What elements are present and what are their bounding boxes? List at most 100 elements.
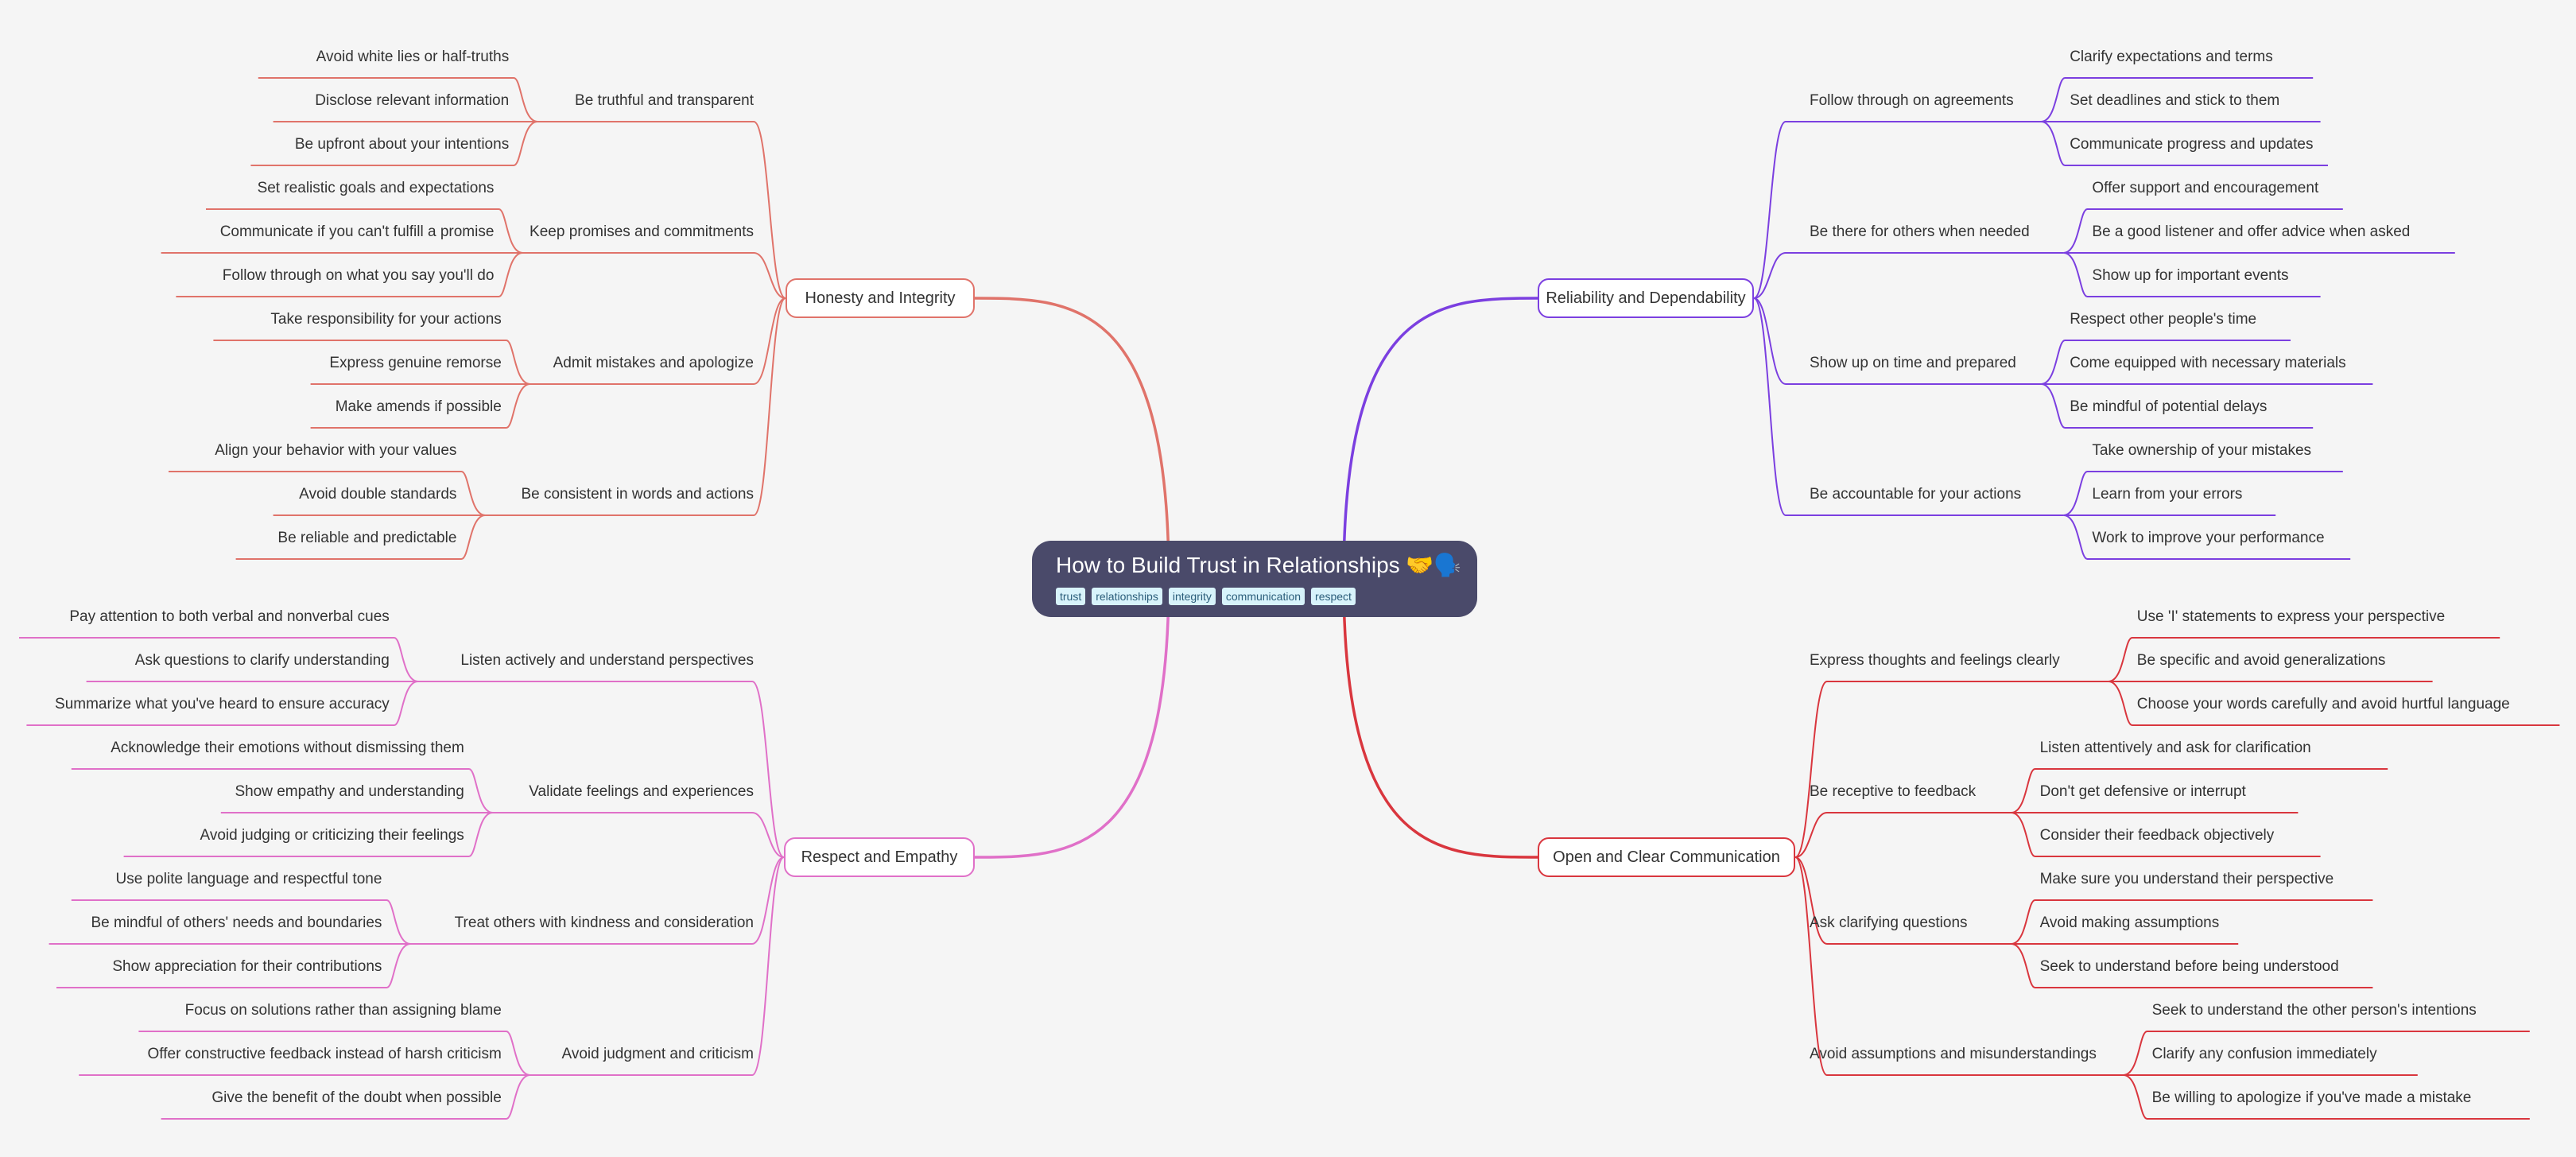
leaf-label[interactable]: Be reliable and predictable (277, 530, 457, 546)
leaf-link (2108, 681, 2560, 726)
leaf-label[interactable]: Offer support and encouragement (2092, 180, 2319, 196)
leaf-label[interactable]: Be specific and avoid generalizations (2136, 652, 2386, 669)
leaf-label[interactable]: Choose your words carefully and avoid hu… (2136, 696, 2510, 712)
leaf-label[interactable]: Make amends if possible (335, 398, 502, 415)
tag-communication[interactable]: communication (1221, 588, 1305, 605)
leaf-link (2063, 471, 2343, 516)
leaf-label[interactable]: Communicate progress and updates (2070, 136, 2314, 153)
topic-label[interactable]: Be there for others when needed (1810, 223, 2030, 240)
topic-label[interactable]: Treat others with kindness and considera… (454, 914, 754, 931)
leaf-label[interactable]: Seek to understand before being understo… (2039, 958, 2339, 975)
branch-topic-link (753, 297, 786, 385)
topic-label[interactable]: Ask clarifying questions (1810, 914, 1968, 931)
leaf-label[interactable]: Respect other people's time (2070, 311, 2257, 328)
topic-label[interactable]: Be receptive to feedback (1810, 783, 1977, 800)
leaf-label[interactable]: Avoid double standards (299, 486, 457, 503)
leaf-label[interactable]: Focus on solutions rather than assigning… (184, 1002, 502, 1019)
tag-integrity[interactable]: integrity (1168, 588, 1216, 605)
topic-label[interactable]: Keep promises and commitments (530, 223, 754, 240)
topic-label[interactable]: Avoid judgment and criticism (561, 1046, 754, 1062)
leaf-link (161, 1074, 531, 1120)
leaf-label[interactable]: Disclose relevant information (315, 92, 510, 109)
leaf-label[interactable]: Consider their feedback objectively (2039, 827, 2275, 844)
leaf-label[interactable]: Summarize what you've heard to ensure ac… (55, 696, 390, 712)
leaf-label[interactable]: Be mindful of others' needs and boundari… (91, 914, 382, 931)
leaf-link (56, 943, 411, 988)
branch-topic-link (1753, 297, 1787, 385)
leaf-label[interactable]: Use 'I' statements to express your persp… (2136, 608, 2446, 625)
leaf-label[interactable]: Offer constructive feedback instead of h… (147, 1046, 502, 1062)
leaf-label[interactable]: Avoid white lies or half-truths (316, 49, 510, 65)
leaf-link (26, 681, 419, 726)
root-branch-link (1342, 578, 1538, 859)
topic-label[interactable]: Be accountable for your actions (1810, 486, 2022, 503)
leaf-label[interactable]: Take responsibility for your actions (270, 311, 502, 328)
leaf-label[interactable]: Follow through on what you say you'll do (222, 267, 495, 284)
leaf-link (2040, 383, 2314, 429)
leaf-label[interactable]: Show up for important events (2092, 267, 2289, 284)
leaf-link (2011, 943, 2373, 988)
topic-label[interactable]: Listen actively and understand perspecti… (460, 652, 754, 669)
branch-node-1[interactable]: Respect and Empathy (784, 837, 975, 877)
leaf-label[interactable]: Show appreciation for their contribution… (112, 958, 382, 975)
tag-respect[interactable]: respect (1311, 588, 1356, 605)
leaf-label[interactable]: Avoid judging or criticizing their feeli… (200, 827, 464, 844)
leaf-label[interactable]: Set deadlines and stick to them (2070, 92, 2280, 109)
leaf-label[interactable]: Make sure you understand their perspecti… (2039, 871, 2334, 887)
leaf-link (169, 471, 486, 516)
topic-label[interactable]: Be consistent in words and actions (521, 486, 754, 503)
branch-node-3[interactable]: Open and Clear Communication (1538, 837, 1795, 877)
leaf-label[interactable]: Be a good listener and offer advice when… (2092, 223, 2411, 240)
root-branch-link (974, 578, 1170, 859)
leaf-label[interactable]: Clarify expectations and terms (2070, 49, 2273, 65)
leaf-label[interactable]: Show empathy and understanding (235, 783, 464, 800)
leaf-label[interactable]: Be willing to apologize if you've made a… (2151, 1089, 2472, 1106)
leaf-link (2011, 812, 2321, 857)
leaf-link (310, 383, 531, 429)
leaf-label[interactable]: Give the benefit of the doubt when possi… (211, 1089, 502, 1106)
leaf-label[interactable]: Seek to understand the other person's in… (2151, 1002, 2477, 1019)
branch-node-0[interactable]: Honesty and Integrity (786, 278, 975, 318)
leaf-link (2063, 208, 2343, 254)
leaf-link (2040, 121, 2328, 166)
leaf-label[interactable]: Be mindful of potential delays (2070, 398, 2268, 415)
leaf-label[interactable]: Use polite language and respectful tone (115, 871, 382, 887)
leaf-label[interactable]: Pay attention to both verbal and nonverb… (69, 608, 390, 625)
leaf-label[interactable]: Learn from your errors (2092, 486, 2243, 503)
leaf-label[interactable]: Avoid making assumptions (2039, 914, 2220, 931)
tag-relationships[interactable]: relationships (1092, 588, 1162, 605)
branch-node-2[interactable]: Reliability and Dependability (1538, 278, 1754, 318)
leaf-link (138, 1031, 531, 1076)
leaf-link (2011, 768, 2388, 813)
leaf-link (71, 899, 411, 945)
topic-label[interactable]: Validate feelings and experiences (529, 783, 754, 800)
leaf-label[interactable]: Set realistic goals and expectations (257, 180, 495, 196)
leaf-label[interactable]: Take ownership of your mistakes (2092, 442, 2312, 459)
root-node[interactable]: How to Build Trust in Relationships 🤝🗣️ … (1032, 541, 1477, 617)
leaf-label[interactable]: Come equipped with necessary materials (2070, 355, 2346, 371)
topic-label[interactable]: Follow through on agreements (1810, 92, 2014, 109)
root-branch-link (1342, 297, 1538, 580)
leaf-label[interactable]: Align your behavior with your values (215, 442, 457, 459)
leaf-link (206, 208, 523, 254)
leaf-link (2040, 340, 2291, 385)
branch-topic-link (753, 121, 786, 299)
leaf-label[interactable]: Be upfront about your intentions (294, 136, 510, 153)
leaf-label[interactable]: Express genuine remorse (329, 355, 502, 371)
leaf-label[interactable]: Listen attentively and ask for clarifica… (2039, 740, 2311, 756)
leaf-label[interactable]: Work to improve your performance (2092, 530, 2325, 546)
topic-label[interactable]: Admit mistakes and apologize (553, 355, 754, 371)
leaf-label[interactable]: Communicate if you can't fulfill a promi… (219, 223, 495, 240)
leaf-label[interactable]: Acknowledge their emotions without dismi… (111, 740, 464, 756)
topic-label[interactable]: Show up on time and prepared (1810, 355, 2016, 371)
tag-trust[interactable]: trust (1056, 588, 1086, 605)
topic-label[interactable]: Be truthful and transparent (575, 92, 754, 109)
topic-label[interactable]: Avoid assumptions and misunderstandings (1810, 1046, 2097, 1062)
branch-topic-link (751, 856, 785, 945)
leaf-label[interactable]: Clarify any confusion immediately (2151, 1046, 2377, 1062)
leaf-label[interactable]: Ask questions to clarify understanding (134, 652, 390, 669)
branch-topic-link (753, 297, 786, 516)
topic-label[interactable]: Express thoughts and feelings clearly (1810, 652, 2060, 669)
leaf-label[interactable]: Don't get defensive or interrupt (2039, 783, 2246, 800)
